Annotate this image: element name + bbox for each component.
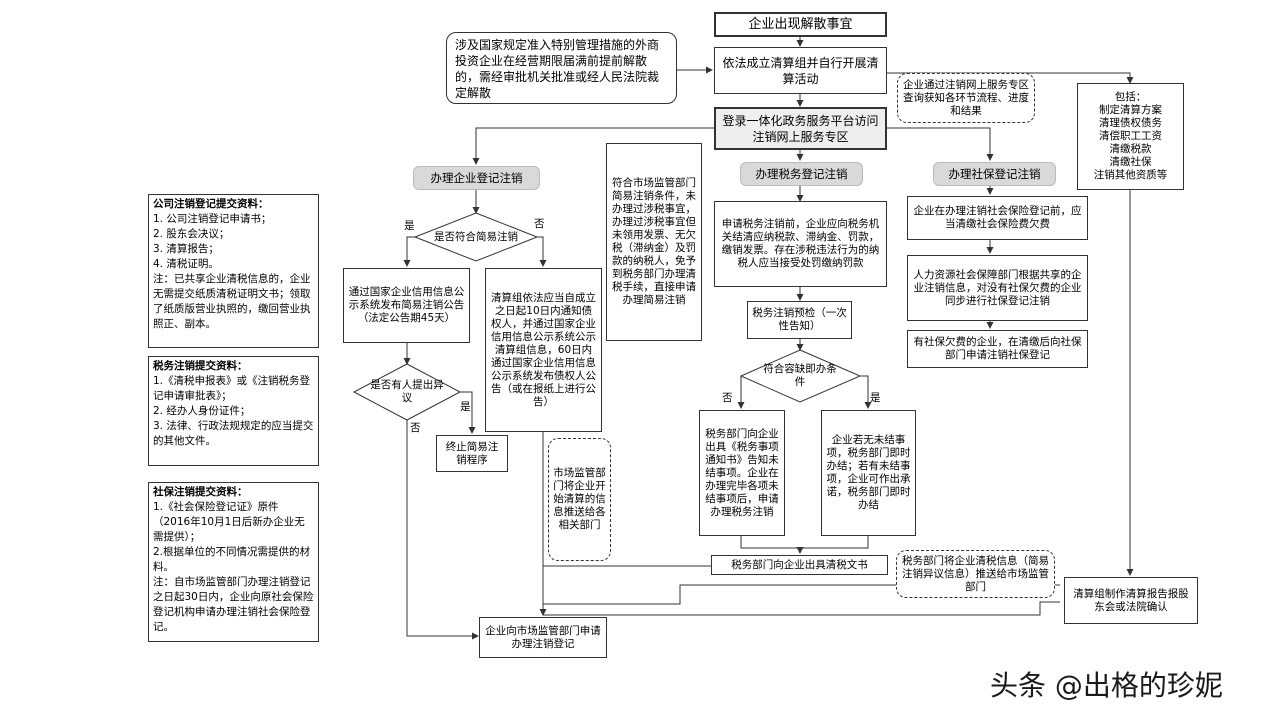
tax-notice-box: 税务部门向企业出具《税务事项通知书》告知未结事项。企业在办理完毕各项未结事项后，… [699, 410, 785, 536]
no-label-2: 否 [410, 422, 421, 434]
tax-precheck-box: 税务注销预检（一次性告知） [747, 301, 852, 339]
yes-label-3: 是 [870, 392, 881, 404]
tax-clearance-box: 申请税务注销前，企业应向税务机关结清应纳税款、滞纳金、罚款，缴销发票。存在涉税违… [714, 201, 887, 287]
objection-decision: 是否有人提出异议 [370, 379, 444, 404]
final-deregistration-box: 企业向市场监管部门申请办理注销登记 [479, 617, 607, 658]
no-label-1: 否 [534, 218, 545, 230]
watermark-text: 头条 @出格的珍妮 [990, 669, 1223, 702]
social-materials-title: 社保注销提交资料： [153, 486, 248, 498]
company-materials-body: 1. 公司注销登记申请书； 2. 股东会决议； 3. 清算报告； 4. 清税证明… [153, 213, 311, 330]
online-query-note: 企业通过注销网上服务专区查询获知各环节流程、进度和结果 [897, 73, 1035, 123]
enterprise-deregistration-header: 办理企业登记注销 [413, 166, 540, 190]
simple-cancel-decision: 是否符合简易注销 [434, 230, 518, 243]
tax-info-push-note: 税务部门将企业清税信息（简易注销异议信息）推送给市场监管部门 [896, 550, 1055, 598]
government-portal-box: 登录一体化政务服务平台访问注销网上服务专区 [714, 107, 887, 150]
hr-sync-box: 人力资源社会保障部门根据共享的企业注销信息，对没有社保欠费的企业同步进行社保登记… [907, 255, 1088, 321]
liquidation-report-box: 清算组制作清算报告报股东会或法院确认 [1064, 577, 1198, 624]
company-materials-box: 公司注销登记提交资料： 1. 公司注销登记申请书； 2. 股东会决议； 3. 清… [148, 194, 319, 348]
instant-settle-box: 企业若无未结事项，税务部门即时办结；若有未结事项，企业可作出承诺，税务部门即时办… [821, 410, 916, 536]
includes-text: 包括： 制定清算方案 清理债权债务 清偿职工工资 清缴税款 清缴社保 注销其他资… [1093, 91, 1168, 181]
instant-handling-decision: 符合容缺即办条件 [763, 363, 837, 388]
tax-materials-box: 税务注销提交资料： 1.《清税申报表》或《注销税务登记申请审批表》； 2. 经办… [148, 356, 319, 466]
arrears-application-box: 有社保欠费的企业，在清缴后向社保部门申请注销社保登记 [907, 330, 1088, 368]
tax-materials-title: 税务注销提交资料： [153, 360, 248, 372]
tax-deregistration-header: 办理税务登记注销 [740, 162, 863, 186]
company-materials-title: 公司注销登记提交资料： [153, 198, 269, 210]
social-clearance-box: 企业在办理注销社会保险登记前，应当清缴社会保险费欠费 [907, 196, 1088, 240]
social-materials-box: 社保注销提交资料： 1.《社会保险登记证》原件（2016年10月1日后新办企业无… [148, 482, 319, 642]
creditor-notice-box: 清算组依法应当自成立之日起10日内通知债权人，并通过国家企业信用信息公示系统公示… [485, 268, 602, 432]
foreign-investment-note: 涉及国家规定准入特别管理措施的外商投资企业在经营期限届满前提前解散的，需经审批机… [446, 32, 677, 104]
yes-label-2: 是 [460, 401, 471, 413]
social-materials-body: 1.《社会保险登记证》原件（2016年10月1日后新办企业无需提供）； 2.根据… [153, 501, 314, 633]
simple-tax-cancellation-note: 符合市场监管部门简易注销条件，未办理过涉税事宜，办理过涉税事宜但未领用发票、无欠… [606, 143, 702, 341]
social-deregistration-header: 办理社保登记注销 [933, 162, 1056, 186]
no-label-3: 否 [722, 392, 733, 404]
liquidation-group-box: 依法成立清算组并自行开展清算活动 [714, 47, 887, 94]
tax-clearance-certificate-box: 税务部门向企业出具清税文书 [711, 555, 888, 575]
yes-label-1: 是 [404, 220, 415, 232]
tax-materials-body: 1.《清税申报表》或《注销税务登记申请审批表》； 2. 经办人身份证件； 3. … [153, 375, 314, 447]
public-announcement-box: 通过国家企业信用信息公示系统发布简易注销公告（法定公告期45天） [343, 268, 470, 343]
start-box: 企业出现解散事宜 [714, 12, 887, 37]
includes-box: 包括： 制定清算方案 清理债权债务 清偿职工工资 清缴税款 清缴社保 注销其他资… [1077, 83, 1184, 190]
terminate-simple-box: 终止简易注销程序 [436, 435, 508, 472]
regulator-push-note: 市场监管部门将企业开始清算的信息推送给各相关部门 [548, 438, 611, 561]
